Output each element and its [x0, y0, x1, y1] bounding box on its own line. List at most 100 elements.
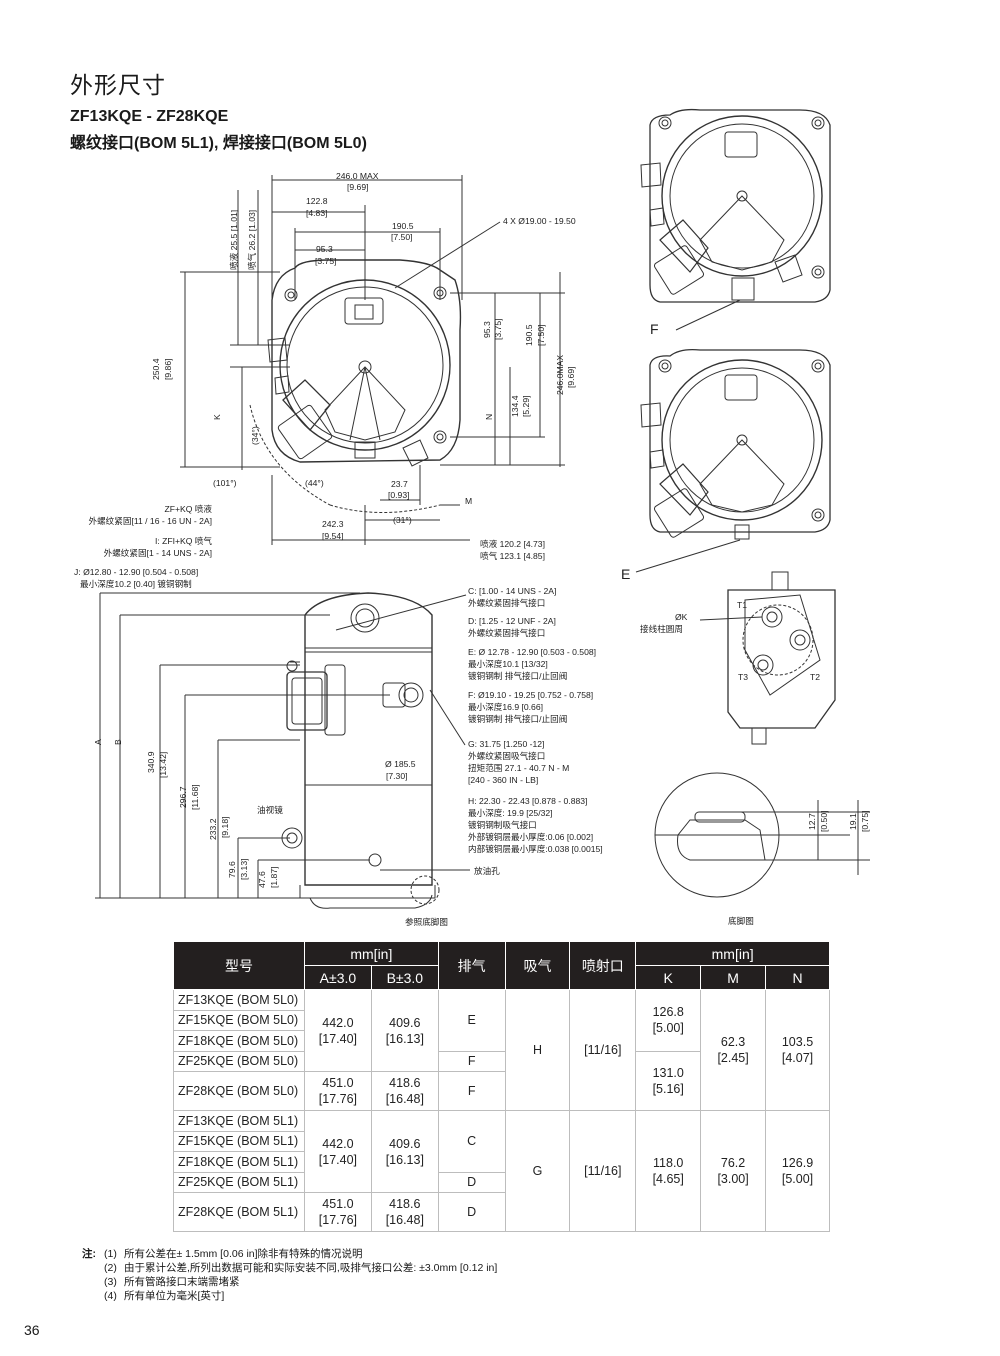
c-spec-1: C: [1.00 - 14 UNS - 2A]: [468, 586, 557, 596]
discharge-cell: D: [437, 1192, 506, 1232]
table-row: ZF13KQE (BOM 5L1) 442.0[17.40] 409.6[16.…: [173, 1110, 830, 1232]
injection-cell: [11/16]: [569, 1110, 637, 1232]
inj-liquid-120: 喷液 120.2 [4.73]: [480, 539, 545, 549]
model-cell: ZF15KQE (BOM 5L1): [173, 1130, 305, 1152]
terminal-t1: T1: [737, 600, 748, 610]
f-spec-1: F: Ø19.10 - 19.25 [0.752 - 0.758]: [468, 690, 594, 700]
g-spec-3: 扭矩范围 27.1 - 40.7 N - M: [468, 763, 570, 773]
f-spec-2: 最小深度16.9 [0.66]: [468, 702, 543, 712]
note-text: 所有管路接口末端需堵紧: [124, 1276, 240, 1288]
model-cell: ZF28KQE (BOM 5L1): [173, 1192, 305, 1232]
vdim-134: 134.4: [510, 395, 520, 417]
diam-185: Ø 185.5: [385, 759, 416, 769]
h-spec-1: H: 22.30 - 22.43 [0.878 - 0.883]: [468, 796, 588, 806]
h-spec-4: 外部镀铜层最小厚度:0.06 [0.002]: [468, 832, 594, 842]
suction-cell: H: [504, 989, 571, 1111]
inj-vapor-26: 喷气 26.2 [1.03]: [247, 209, 257, 270]
table-row: ZF25KQE (BOM 5L1) D: [173, 1171, 830, 1193]
dim-250: 250.4: [151, 358, 161, 380]
dim-190-in: [7.50]: [391, 232, 413, 242]
table-row: ZF18KQE (BOM 5L1): [173, 1151, 830, 1173]
table-subheader-row: A±3.0 B±3.0 K M N: [174, 965, 830, 990]
inj-liquid-25: 喷液 25.5 [1.01]: [229, 209, 239, 270]
foot-dim-12-in: [0.50]: [819, 810, 829, 832]
foot-view-drawing: [654, 772, 870, 898]
f-spec-3: 镀铜钢制 排气接口/止回阀: [468, 714, 568, 724]
view-f-drawing: [640, 108, 831, 331]
g-spec-2: 外螺纹紧固吸气接口: [468, 751, 546, 761]
note-number: (1): [104, 1248, 117, 1260]
note-item: (2) 由于累计公差,所列出数据可能和实际安装不同,吸排气接口公差: ±3.0m…: [82, 1261, 497, 1275]
vdim-95: 95.3: [482, 321, 492, 338]
dim-246-max-in: [9.69]: [347, 182, 369, 192]
zf-kq-liquid-label: ZF+KQ 喷液: [164, 504, 212, 514]
page-title: 外形尺寸: [70, 72, 166, 98]
note-text: 所有公差在± 1.5mm [0.06 in]除非有特殊的情况说明: [124, 1248, 363, 1260]
j-spec-1: J: Ø12.80 - 12.90 [0.504 - 0.508]: [74, 567, 199, 577]
dim-190: 190.5: [392, 221, 414, 231]
n-cell: 103.5[4.07]: [765, 989, 830, 1111]
dim-122-in: [4.83]: [306, 208, 328, 218]
angle-44: (44°): [305, 478, 324, 488]
foot-dim-12: 12.7: [807, 813, 817, 830]
th-mm-in-2: mm[in]: [635, 941, 830, 966]
k-cell: 118.0[4.65]: [635, 1110, 702, 1232]
table-row: ZF28KQE (BOM 5L0) 451.0[17.76] 418.6[16.…: [173, 1071, 830, 1111]
h-spec-2: 最小深度: 19.9 [25/32]: [468, 808, 553, 818]
model-cell: ZF28KQE (BOM 5L0): [173, 1071, 305, 1111]
dim-n: N: [484, 413, 494, 420]
dim-23: 23.7: [391, 479, 408, 489]
b-cell: 409.6[16.13]: [370, 1110, 439, 1193]
dim-23-in: [0.93]: [388, 490, 410, 500]
ok-label: ØK: [675, 612, 688, 622]
dim-a: A: [93, 739, 103, 745]
th-a: A±3.0: [303, 965, 372, 990]
inj-vapor-123: 喷气 123.1 [4.85]: [480, 551, 545, 561]
page-number: 36: [24, 1322, 40, 1338]
notes-prefix: 注:: [82, 1248, 96, 1260]
model-range: ZF13KQE - ZF28KQE: [70, 108, 229, 125]
model-cell: ZF13KQE (BOM 5L0): [173, 989, 305, 1011]
g-spec-4: [240 - 360 IN - LB]: [468, 775, 539, 785]
vdim-47-in: [1.87]: [269, 866, 279, 888]
technical-drawing: [95, 108, 870, 909]
view-f-label: F: [650, 321, 659, 337]
model-cell: ZF13KQE (BOM 5L1): [173, 1110, 305, 1132]
connection-types: 螺纹接口(BOM 5L1), 焊接接口(BOM 5L0): [70, 135, 367, 152]
foot-dim-19-in: [0.75]: [860, 810, 870, 832]
discharge-cell: F: [437, 1050, 506, 1072]
model-cell: ZF18KQE (BOM 5L0): [173, 1030, 305, 1052]
vdim-340: 340.9: [146, 751, 156, 773]
table-row: ZF28KQE (BOM 5L1) 451.0[17.76] 418.6[16.…: [173, 1192, 830, 1232]
top-view-drawing: [180, 175, 565, 545]
foot-title: 底脚图: [728, 916, 754, 926]
th-n: N: [765, 965, 830, 990]
angle-101: (101°): [213, 478, 237, 488]
zf-kq-liquid-thread: 外螺纹紧固[11 / 16 - 16 UN - 2A]: [88, 516, 212, 526]
discharge-cell: E: [437, 989, 506, 1052]
dim-95: 95.3: [316, 244, 333, 254]
ok-desc: 接线柱圆周: [640, 624, 683, 634]
note-item: (3) 所有管路接口末端需堵紧: [82, 1275, 497, 1289]
ref-foot-label: 参照底脚图: [405, 917, 448, 927]
dim-122: 122.8: [306, 196, 328, 206]
dim-250-in: [9.86]: [163, 358, 173, 380]
n-cell: 126.9[5.00]: [765, 1110, 830, 1232]
note-item: (4) 所有单位为毫米[英寸]: [82, 1289, 497, 1303]
foot-dim-19: 19.1: [848, 813, 858, 830]
a-cell: 451.0[17.76]: [303, 1071, 372, 1111]
th-model: 型号: [173, 941, 305, 990]
drain-label: 放油孔: [474, 866, 500, 876]
b-cell: 418.6[16.48]: [370, 1071, 439, 1111]
suction-cell: G: [504, 1110, 571, 1232]
model-cell: ZF25KQE (BOM 5L0): [173, 1050, 305, 1072]
side-view-drawing: [95, 592, 470, 909]
vdim-95-in: [3.75]: [493, 318, 503, 340]
dim-242: 242.3: [322, 519, 344, 529]
vdim-79: 79.6: [227, 861, 237, 878]
injection-cell: [11/16]: [569, 989, 637, 1111]
dim-m: M: [465, 496, 473, 506]
angle-31: (31°): [393, 515, 412, 525]
th-b: B±3.0: [370, 965, 439, 990]
model-cell: ZF15KQE (BOM 5L0): [173, 1009, 305, 1031]
